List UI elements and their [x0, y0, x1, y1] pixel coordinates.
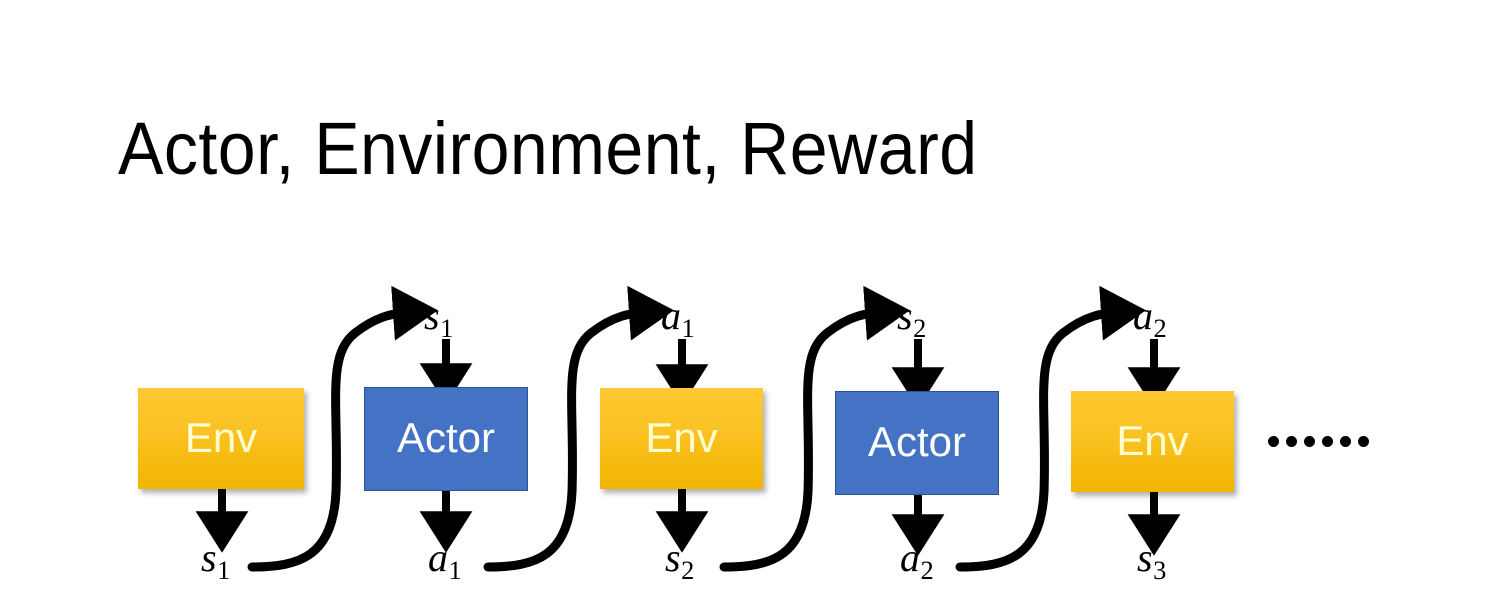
label-state-s3-bottom: s3: [1137, 538, 1166, 584]
ellipsis-dot: [1286, 436, 1297, 447]
label-base: s: [1137, 535, 1153, 580]
ellipsis-dot: [1268, 436, 1279, 447]
label-base: s: [424, 293, 440, 338]
label-subscript: 1: [217, 555, 231, 586]
node-env-2[interactable]: Env: [600, 388, 763, 489]
label-base: a: [900, 535, 920, 580]
node-label: Env: [645, 413, 718, 461]
node-label: Actor: [867, 418, 967, 465]
ellipsis-dot: [1304, 436, 1315, 447]
label-subscript: 2: [1153, 313, 1167, 344]
ellipsis-dot: [1340, 436, 1351, 447]
node-label: Env: [184, 413, 258, 461]
node-actor-1[interactable]: Actor: [364, 387, 528, 491]
node-env-1[interactable]: Env: [138, 388, 304, 489]
label-action-a2-top: a2: [1133, 296, 1167, 342]
label-state-s2-bottom: s2: [665, 538, 694, 584]
label-subscript: 1: [681, 313, 695, 344]
page-title: Actor, Environment, Reward: [118, 107, 978, 190]
label-subscript: 1: [448, 555, 462, 586]
label-base: a: [428, 535, 448, 580]
label-base: a: [1133, 293, 1153, 338]
node-actor-2[interactable]: Actor: [835, 391, 999, 495]
ellipsis-dot: [1358, 436, 1369, 447]
label-base: s: [665, 535, 681, 580]
label-subscript: 2: [913, 313, 927, 344]
node-label: Actor: [396, 414, 496, 461]
label-base: s: [201, 535, 217, 580]
label-action-a1-top: a1: [661, 296, 695, 342]
label-subscript: 1: [440, 313, 454, 344]
node-label: Env: [1116, 416, 1189, 464]
ellipsis-continuation-icon: [1268, 436, 1369, 447]
label-action-a1-bottom: a1: [428, 538, 462, 584]
label-subscript: 2: [681, 555, 695, 586]
ellipsis-dot: [1322, 436, 1333, 447]
label-state-s2-top: s2: [897, 296, 926, 342]
label-subscript: 2: [920, 555, 934, 586]
label-state-s1-top: s1: [424, 296, 453, 342]
node-env-3[interactable]: Env: [1071, 391, 1234, 492]
label-base: s: [897, 293, 913, 338]
label-subscript: 3: [1153, 555, 1167, 586]
label-action-a2-bottom: a2: [900, 538, 934, 584]
label-state-s1-bottom: s1: [201, 538, 230, 584]
label-base: a: [661, 293, 681, 338]
